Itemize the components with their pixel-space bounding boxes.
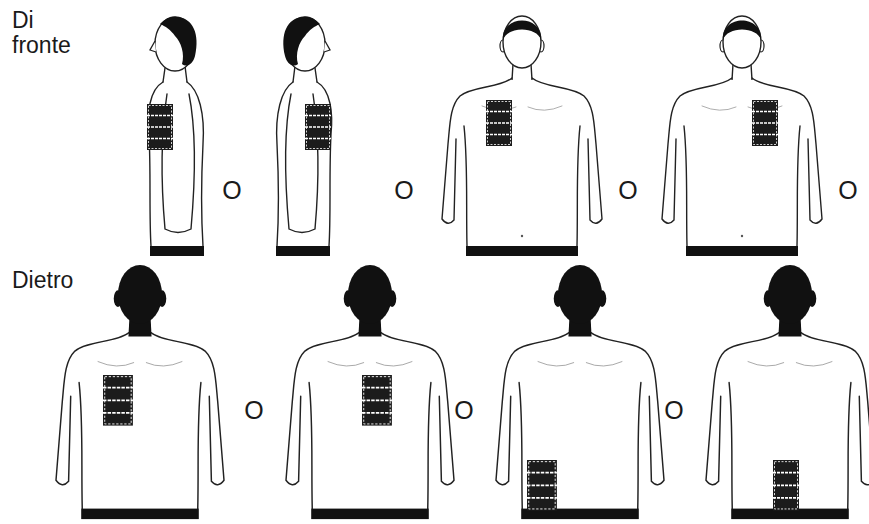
back-figure (706, 265, 869, 519)
electrode-pad (773, 460, 799, 511)
electrode-pad (527, 460, 557, 511)
back-figure (286, 265, 454, 519)
electrode-pad (486, 100, 512, 146)
or-separator: O (222, 177, 241, 204)
electrode-pad (305, 104, 331, 150)
back-figure (496, 265, 664, 519)
electrode-pad (752, 100, 778, 146)
front-figure (442, 16, 602, 256)
electrode-pad (147, 104, 173, 150)
electrode-pad (103, 375, 133, 426)
or-separator: O (664, 397, 683, 424)
or-separator: O (618, 177, 637, 204)
or-separator: O (394, 177, 413, 204)
or-separator: O (244, 397, 263, 424)
or-separator: O (838, 177, 857, 204)
back-figure (56, 265, 224, 519)
electrode-pad (362, 375, 392, 426)
or-separator: O (454, 397, 473, 424)
front-figure (662, 16, 822, 256)
view-heading: Dietro (12, 268, 102, 293)
view-heading: Di fronte (12, 8, 86, 58)
side-figure (276, 17, 332, 256)
